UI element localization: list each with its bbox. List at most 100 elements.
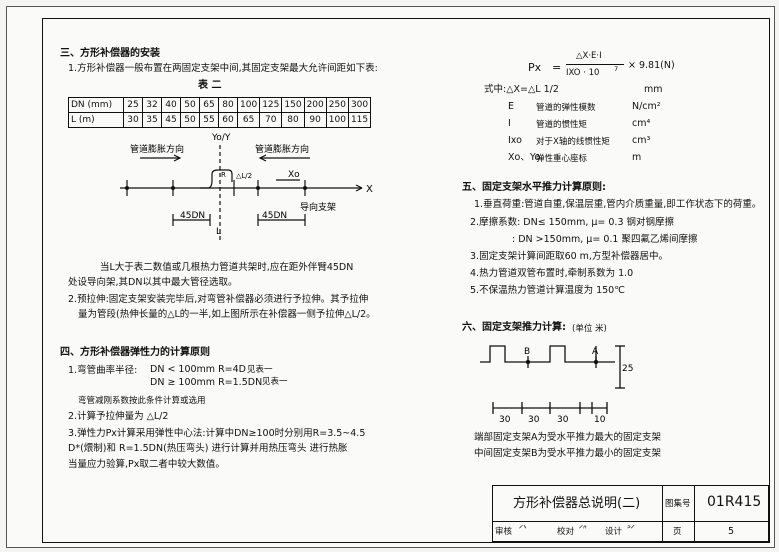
s4-l5: D*(煨制)和 R=1.5DN(热压弯头) 进行计算并用热压弯头 进行热胀 — [68, 443, 348, 454]
s5-l1: 1.垂直荷重:管道自重,保温层重,管内介质重量,即工作状态下的荷重。 — [474, 199, 762, 210]
var-description: 弹性重心座标 — [536, 154, 588, 164]
l-dim-label: L — [216, 227, 221, 237]
note-line2: 处设导向架,其DN以其中最大管径选取。 — [68, 277, 238, 288]
l-cell: 45 — [161, 112, 181, 128]
page-label: 页 — [673, 527, 682, 537]
var-unit: m — [632, 152, 642, 163]
formula-exponent: 7 — [614, 65, 619, 73]
dn-cell: 80 — [218, 97, 238, 113]
s6-caption1: 端部固定支架A为受水平推力最大的固定支架 — [474, 432, 661, 443]
l-cell: 90 — [303, 112, 327, 128]
note-line3: 2.预拉伸:固定支架安装完毕后,对弯管补偿器必须进行予拉伸。其予拉伸 — [68, 294, 369, 305]
table-title: 表 二 — [198, 80, 222, 91]
support-b-label: B — [524, 347, 530, 357]
title-block: 方形补偿器总说明(二) 图集号 01R415 审核 ᐟᐠ 校对 ᐟᐢ 设计 ᐣᐟ… — [492, 485, 769, 542]
note-line1: 当L大于表二数值或几根热力管道共架时,应在距外伴臂45DN — [100, 262, 354, 273]
half-dl-label: △L/2 — [236, 172, 252, 180]
formula-tail: × 9.81(N) — [628, 60, 675, 71]
l-cell: 80 — [281, 112, 305, 128]
s5-l3: : DN >150mm, μ= 0.1 聚四氟乙烯间摩擦 — [512, 234, 698, 245]
s4-l1-a: DN < 100mm R=4D — [150, 364, 247, 375]
formula-px: Px — [528, 61, 542, 74]
page-no-cell: 5 — [695, 522, 769, 542]
dn-cell: 40 — [161, 97, 181, 113]
span-label: 10 — [594, 415, 606, 425]
l-cell: 30 — [123, 112, 143, 128]
note-line4: 量为管段(热伸长量的△L的一半,如上图所示在补偿器一侧予拉伸△L/2。 — [78, 309, 376, 320]
page-number: 5 — [728, 526, 735, 537]
support-a-label: A — [592, 347, 599, 357]
design-label: 设计 — [605, 527, 623, 537]
l-cell: 55 — [199, 112, 219, 128]
section6-unit: (单位 米) — [572, 324, 607, 334]
s5-l6: 5.不保温热力管道计算温度为 150℃ — [470, 285, 625, 296]
l-cell: 35 — [142, 112, 162, 128]
check-signature: ᐟᐢ — [579, 524, 587, 535]
guide-support-label: 导向支架 — [300, 201, 336, 213]
s4-l1-b-tail: 见表一 — [262, 377, 288, 387]
section6-title: 六、固定支架推力计算: — [462, 322, 566, 333]
var-unit: cm⁴ — [632, 118, 651, 129]
section5-title: 五、固定支架水平推力计算原则: — [462, 182, 606, 193]
dn-cell: 100 — [236, 97, 261, 113]
s4-l6: 当量应力验算,Px取二者中较大数值。 — [68, 459, 225, 470]
atlas-number: 01R415 — [707, 494, 762, 510]
dn-cell: 50 — [180, 97, 200, 113]
s4-l1-prefix: 1.弯管曲率半径: — [68, 365, 138, 376]
dn-cell: 65 — [199, 97, 219, 113]
l-cell: 60 — [218, 112, 238, 128]
s6-caption2: 中间固定支架B为受水平推力最小的固定支架 — [474, 448, 662, 459]
section3-title: 三、方形补偿器的安装 — [60, 48, 160, 59]
check-label: 校对 — [557, 527, 575, 537]
x-axis-label: X — [366, 184, 373, 195]
l-cell: 50 — [180, 112, 200, 128]
var-symbol: Xo、Yo — [508, 152, 541, 163]
page-label-cell: 页 — [663, 522, 695, 542]
s5-l2: 2.摩擦系数: DN≤ 150mm, μ= 0.3 钢对钢摩擦 — [470, 217, 675, 228]
var-description: 对于X轴的线惯性矩 — [536, 137, 610, 147]
span-label: 30 — [557, 415, 569, 425]
r-label: R — [221, 171, 226, 179]
formula-denominator: IXO · 10 — [566, 68, 600, 78]
dn-cell: 125 — [259, 97, 283, 113]
dim-45dn-left: 45DN — [180, 211, 205, 221]
drawing-title: 方形补偿器总说明(二) — [513, 496, 641, 511]
atlas-no-cell: 01R415 — [695, 486, 769, 522]
title-cell: 方形补偿器总说明(二) — [493, 486, 663, 522]
formula-where-unit: mm — [644, 84, 663, 95]
atlas-label: 图集号 — [665, 499, 691, 509]
signature-cell: 审核 ᐟᐠ 校对 ᐟᐢ 设计 ᐣᐟ — [493, 522, 663, 542]
design-signature: ᐣᐟ — [627, 524, 635, 535]
s4-l1-a-tail: 见表一 — [247, 365, 273, 375]
dn-cell: 200 — [303, 97, 327, 113]
height-25-label: 25 — [622, 364, 633, 374]
review-signature: ᐟᐠ — [519, 524, 528, 535]
s4-l2: 弯管减刚系数按此条件计算或选用 — [78, 396, 206, 406]
var-unit: N/cm² — [632, 101, 661, 112]
var-symbol: Ixo — [508, 135, 522, 146]
var-symbol: E — [508, 101, 515, 112]
var-unit: cm³ — [632, 135, 651, 146]
dn-cell: 150 — [281, 97, 305, 113]
s5-l5: 4.热力管道双管布置时,牵制系数为 1.0 — [470, 268, 634, 279]
formula-numerator: △X·E·I — [576, 51, 602, 61]
var-description: 管道的惯性矩 — [536, 120, 588, 130]
s4-l3: 2.计算予拉伸量为 △L/2 — [68, 411, 169, 422]
formula-where: 式中:△X=△L 1/2 — [484, 84, 559, 95]
span-label: 30 — [499, 415, 511, 425]
expand-label-right: 管道膨胀方向 — [255, 143, 309, 155]
s4-l4: 3.弹性力Px计算采用弹性中心法:计算中DN≥100时分别用R=3.5~4.5 — [68, 428, 366, 439]
var-description: 管道的弹性模数 — [536, 103, 596, 113]
formula-equals: = — [552, 61, 562, 74]
drawing-frame — [42, 18, 770, 543]
dn-cell: 250 — [325, 97, 349, 113]
l-label: L (m) — [68, 112, 124, 128]
l-cell: 70 — [259, 112, 283, 128]
fraction-bar — [566, 64, 624, 65]
compensator-loop — [200, 169, 233, 189]
xo-label: Xo — [288, 170, 300, 180]
s5-l4: 3.固定支架计算间距取60 m,方型补偿器居中。 — [470, 251, 668, 262]
